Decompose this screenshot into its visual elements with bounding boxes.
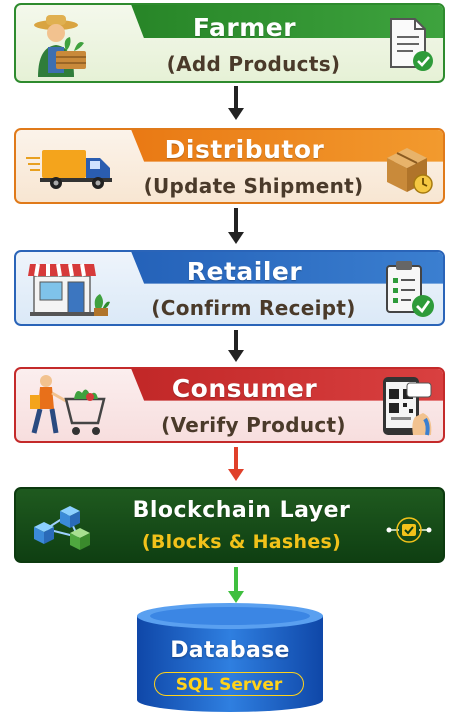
retailer-stage-card: Retailer (Confirm Receipt) xyxy=(14,250,445,326)
farmer-title: Farmer xyxy=(192,13,297,42)
database-subtitle: SQL Server xyxy=(154,672,304,696)
retailer-subtitle: (Confirm Receipt) xyxy=(151,296,356,320)
package-clock-icon xyxy=(383,140,435,200)
shopper-with-cart-icon xyxy=(26,371,110,441)
farmer-stage-card: Farmer (Add Products) xyxy=(14,3,445,83)
linked-cubes-icon xyxy=(26,499,96,559)
clipboard-check-icon xyxy=(381,258,435,324)
consumer-title: Consumer xyxy=(171,374,318,403)
blockchain-subtitle: (Blocks & Hashes) xyxy=(141,531,342,553)
database-cylinder: Database SQL Server xyxy=(135,600,325,712)
blockchain-title: Blockchain Layer xyxy=(132,498,351,523)
distributor-subtitle: (Update Shipment) xyxy=(143,174,364,198)
farmer-subtitle: (Add Products) xyxy=(166,52,341,76)
verified-node-icon xyxy=(385,515,433,549)
consumer-subtitle: (Verify Product) xyxy=(161,413,346,437)
database-icon xyxy=(137,603,323,712)
phone-qr-scan-icon xyxy=(377,373,435,441)
database-title: Database xyxy=(170,638,290,663)
distributor-title: Distributor xyxy=(164,135,325,164)
distributor-stage-card: Distributor (Update Shipment) xyxy=(14,128,445,204)
consumer-stage-card: Consumer (Verify Product) xyxy=(14,367,445,443)
document-check-icon xyxy=(385,17,435,77)
delivery-truck-icon xyxy=(26,144,116,194)
storefront-icon xyxy=(26,258,110,322)
retailer-title: Retailer xyxy=(186,257,303,286)
farmer-with-crate-icon xyxy=(26,11,96,81)
blockchain-stage-card: Blockchain Layer (Blocks & Hashes) xyxy=(14,487,445,563)
